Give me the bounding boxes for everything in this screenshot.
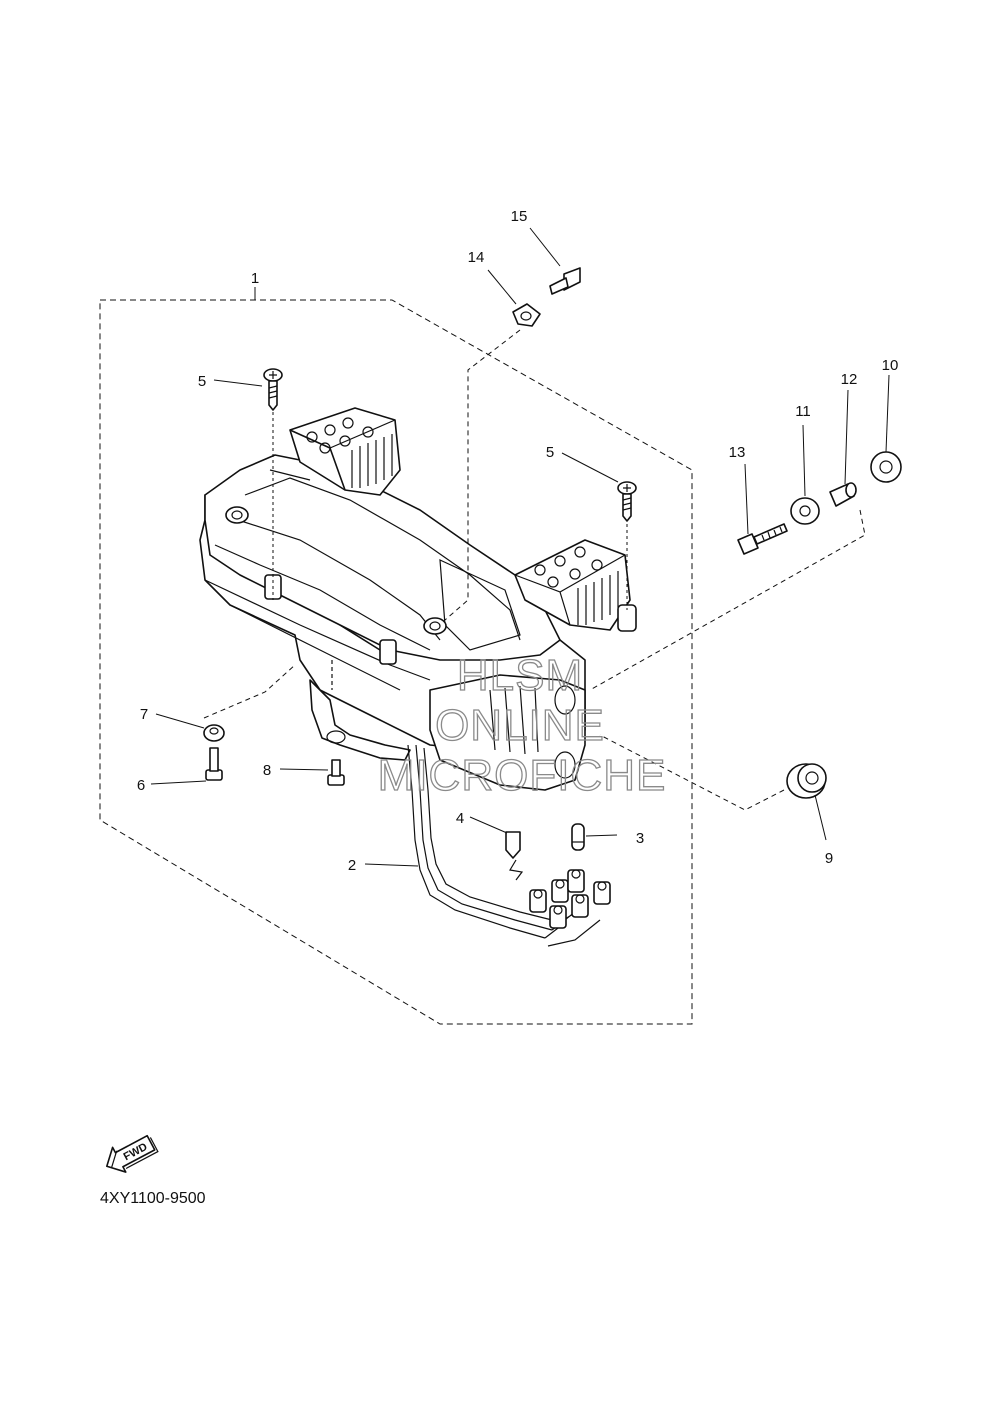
- bolt-part-8: [327, 759, 345, 786]
- diagram-code: 4XY1100-9500: [100, 1190, 206, 1207]
- callout-9: 9: [825, 850, 833, 867]
- callout-10: 10: [882, 357, 899, 374]
- callout-1: 1: [251, 270, 259, 287]
- callout-5-right: 5: [546, 444, 554, 461]
- callout-3: 3: [636, 830, 644, 847]
- screw-part-15: [549, 267, 581, 295]
- watermark-line-3: MICROFICHE: [378, 751, 667, 800]
- screw-part-5-left: [263, 368, 283, 600]
- callout-7: 7: [140, 706, 148, 723]
- callout-12: 12: [841, 371, 858, 388]
- callout-4: 4: [456, 810, 464, 827]
- bolt-part-6: [205, 747, 223, 781]
- callout-14: 14: [468, 249, 485, 266]
- callout-15: 15: [511, 208, 528, 225]
- bulb-part-4: [505, 831, 524, 881]
- right-heatsink: [514, 539, 637, 632]
- callout-5-left: 5: [198, 373, 206, 390]
- callout-labels: 1 2 3 4 5 5 6 7 8 9 10 11 12 13 14 15: [137, 208, 899, 874]
- bulb-sockets: [529, 869, 611, 929]
- bolt-part-13: [737, 523, 788, 555]
- collar-part-12: [829, 482, 857, 507]
- leader-lines: [150, 227, 890, 867]
- washer-part-7: [203, 724, 225, 742]
- screw-part-5-right: [617, 481, 637, 610]
- callout-6: 6: [137, 777, 145, 794]
- meter-assembly: [199, 407, 637, 791]
- watermark: HLSM ONLINE MICROFICHE: [377, 650, 667, 800]
- fwd-arrow-icon: FWD: [106, 1134, 159, 1173]
- grommet-part-9: [786, 763, 827, 799]
- watermark-line-1: HLSM: [457, 651, 583, 700]
- assembly-boundary: [99, 299, 693, 1025]
- callout-11: 11: [795, 403, 811, 420]
- grommet-part-11: [790, 497, 820, 525]
- grommet-part-14: [512, 303, 541, 327]
- bulb-part-3: [571, 823, 585, 851]
- callout-2: 2: [348, 857, 356, 874]
- grommet-part-10: [870, 451, 902, 483]
- left-heatsink: [289, 407, 401, 496]
- callout-13: 13: [729, 444, 746, 461]
- watermark-line-2: ONLINE: [435, 701, 605, 750]
- callout-8: 8: [263, 762, 271, 779]
